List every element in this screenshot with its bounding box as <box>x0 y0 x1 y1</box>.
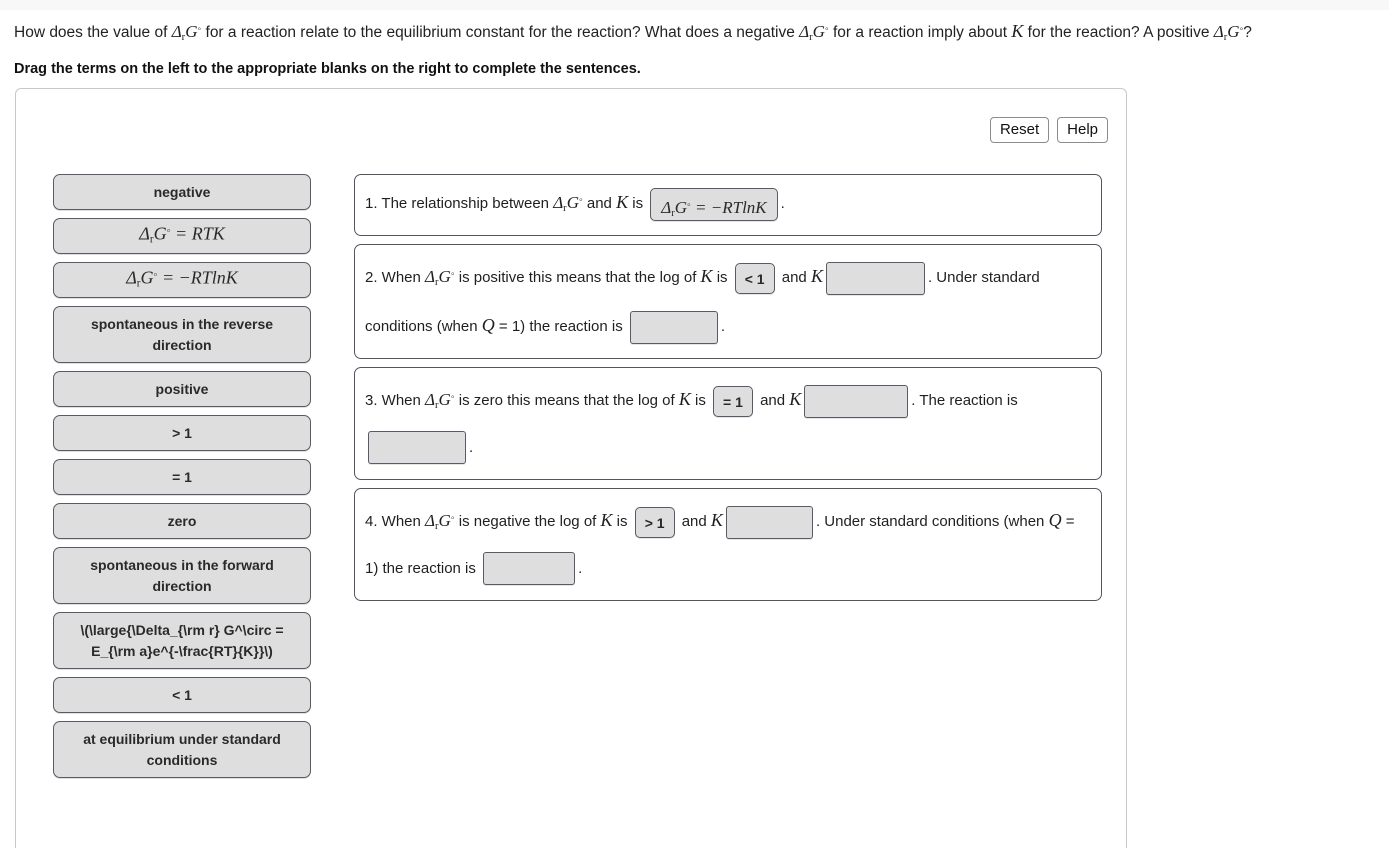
sentence-3-text-1: When <box>377 392 426 410</box>
sentence-3: 3. When ΔrG◦ is zero this means that the… <box>354 366 1102 480</box>
sentence-2-text-3: is <box>712 269 732 287</box>
sentence-4-text-7: . <box>578 559 583 577</box>
question-segment-3: for a reaction imply about <box>828 24 1012 42</box>
question-text: How does the value of ΔrG◦ for a reactio… <box>14 20 1384 48</box>
sentence-1-text-4: . <box>780 195 785 213</box>
delta-rg-symbol: ΔrG◦ <box>553 193 583 214</box>
sentence-4-blank-3[interactable] <box>483 552 576 586</box>
q-symbol: Q <box>481 314 495 335</box>
term-tile-less-than-1[interactable]: < 1 <box>53 677 311 713</box>
sentence-2-text-2: is positive this means that the log of <box>454 269 701 287</box>
term-bank: negative ΔrG◦ = RTK ΔrG◦ = −RTlnK sponta… <box>53 174 311 786</box>
sentence-2: 2. When ΔrG◦ is positive this means that… <box>354 243 1102 359</box>
sentence-3-text-2: is zero this means that the log of <box>454 392 679 410</box>
help-button[interactable]: Help <box>1057 117 1108 143</box>
sentence-1-text-3: is <box>628 195 648 213</box>
k-symbol: K <box>616 192 629 213</box>
sentence-4-number: 4. <box>365 513 378 530</box>
sentence-2-text-7: . <box>720 317 726 335</box>
sentence-2-number: 2. <box>365 269 378 287</box>
sentence-4-text-2: is negative the log of <box>454 513 601 530</box>
instruction-text: Drag the terms on the left to the approp… <box>14 60 641 77</box>
sentence-1-number: 1. <box>365 195 378 213</box>
term-tile-raw-latex[interactable]: \(\large{\Delta_{\rm r} G^\circ = E_{\rm… <box>53 612 311 669</box>
sentence-1-text-1: The relationship between <box>377 195 554 213</box>
sentence-3-text-5: . The reaction is <box>911 392 1018 410</box>
sentence-1-blank-1[interactable]: ΔrG◦ = −RTlnK <box>650 187 778 221</box>
delta-rg-symbol-3: ΔrG◦ <box>1213 22 1244 43</box>
sentence-4-text-3: is <box>612 513 632 530</box>
question-segment-2: for a reaction relate to the equilibrium… <box>201 24 800 42</box>
reset-button[interactable]: Reset <box>989 117 1050 143</box>
sentence-2-blank-2[interactable] <box>825 261 925 295</box>
sentence-2-text-4: and <box>777 269 811 287</box>
exercise-panel: Reset Help negative ΔrG◦ = RTK ΔrG◦ = −R… <box>15 88 1127 848</box>
k-symbol-1: K <box>678 389 691 410</box>
sentence-4-text-1: When <box>377 513 426 530</box>
term-tile-equal-1[interactable]: = 1 <box>53 459 311 495</box>
sentence-2-text-6: = 1) the reaction is <box>494 317 627 335</box>
sentence-3-blank-2[interactable] <box>804 384 909 418</box>
k-symbol-2: K <box>810 266 823 287</box>
sentence-3-blank-1[interactable]: = 1 <box>713 385 753 417</box>
delta-rg-symbol-2: ΔrG◦ <box>799 22 829 43</box>
sentence-1-text-2: and <box>582 195 617 213</box>
sentence-4-blank-1[interactable]: > 1 <box>634 506 675 538</box>
sentence-4: 4. When ΔrG◦ is negative the log of K is… <box>354 487 1102 601</box>
question-segment-4: for the reaction? A positive <box>1023 24 1214 42</box>
delta-rg-symbol-1: ΔrG◦ <box>171 22 202 43</box>
delta-rg-symbol: ΔrG◦ <box>425 390 455 411</box>
term-tile-positive[interactable]: positive <box>53 371 311 407</box>
term-tile-drg-neg-rtlnk[interactable]: ΔrG◦ = −RTlnK <box>53 262 311 298</box>
sentence-4-blank-2[interactable] <box>725 505 813 539</box>
sentence-4-text-6: = 1) the reaction is <box>365 513 1075 577</box>
sentence-4-text-4: and <box>677 513 711 530</box>
term-tile-zero[interactable]: zero <box>53 503 311 539</box>
question-block: How does the value of ΔrG◦ for a reactio… <box>14 20 1384 78</box>
panel-toolbar: Reset Help <box>989 117 1108 143</box>
question-segment-5: ? <box>1243 24 1252 42</box>
sentence-3-number: 3. <box>365 392 378 410</box>
term-tile-drg-rtk[interactable]: ΔrG◦ = RTK <box>53 218 311 254</box>
sentence-4-text-5: . Under standard conditions (when <box>815 513 1049 530</box>
sentence-3-blank-3[interactable] <box>368 431 466 465</box>
term-tile-at-equilibrium[interactable]: at equilibrium under standard conditions <box>53 721 311 778</box>
top-strip <box>0 0 1389 10</box>
term-tile-greater-than-1[interactable]: > 1 <box>53 415 311 451</box>
sentence-2-text-5: . Under standard conditions (when <box>365 269 1040 335</box>
k-symbol-1: K <box>600 510 613 530</box>
sentence-2-text-1: When <box>377 269 426 287</box>
term-tile-spontaneous-reverse[interactable]: spontaneous in the reverse direction <box>53 306 311 363</box>
sentence-3-text-4: and <box>755 392 790 410</box>
term-tile-spontaneous-forward[interactable]: spontaneous in the forward direction <box>53 547 311 604</box>
term-tile-negative[interactable]: negative <box>53 174 311 210</box>
sentence-3-text-6: . <box>469 438 474 456</box>
sentence-3-text-3: is <box>690 392 711 410</box>
k-symbol-2: K <box>710 510 723 530</box>
question-segment-1: How does the value of <box>14 24 172 42</box>
delta-rg-symbol: ΔrG◦ <box>425 511 455 532</box>
sentence-2-blank-1[interactable]: < 1 <box>734 262 775 294</box>
sentence-list: 1. The relationship between ΔrG◦ and K i… <box>354 174 1102 609</box>
k-symbol-1: K <box>1011 21 1024 42</box>
sentence-2-blank-3[interactable] <box>629 310 718 344</box>
sentence-1: 1. The relationship between ΔrG◦ and K i… <box>354 174 1102 236</box>
q-symbol: Q <box>1048 510 1062 530</box>
k-symbol-1: K <box>700 266 713 287</box>
delta-rg-symbol: ΔrG◦ <box>425 267 455 288</box>
k-symbol-2: K <box>789 389 802 410</box>
